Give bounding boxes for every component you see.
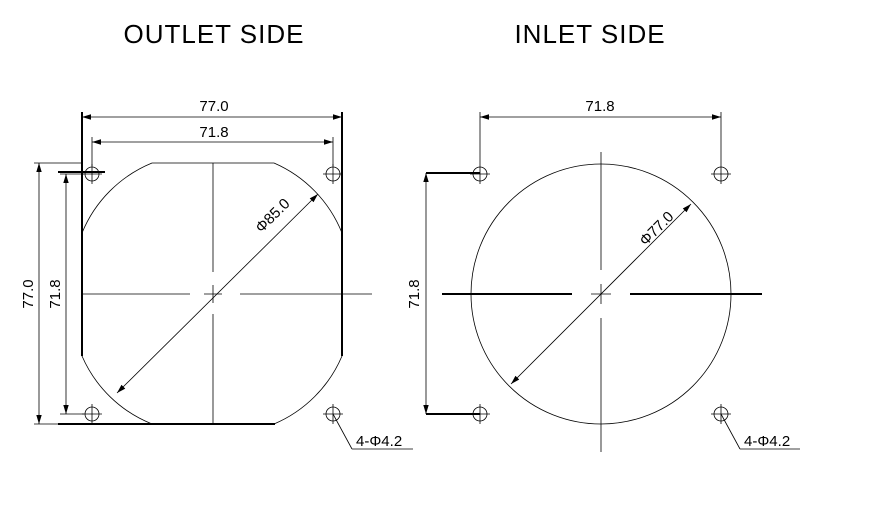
- inlet-hole-height-dimension: 71.8: [406, 279, 423, 308]
- outlet-diameter-dimension: Φ85.0: [252, 195, 293, 236]
- inlet-hole-callout: 4-Φ4.2: [744, 433, 790, 450]
- inlet-side-title: INLET SIDE: [514, 19, 665, 49]
- inlet-diameter-dimension-line: [510, 203, 692, 385]
- inlet-mount-hole-top-left: [470, 164, 490, 184]
- outlet-side-title: OUTLET SIDE: [123, 19, 304, 49]
- outlet-side-view: 77.0 71.8 77.0 71.8 Φ85.0 4-Φ4.2: [20, 98, 413, 450]
- outlet-mount-hole-bottom-left: [82, 404, 102, 424]
- outlet-mount-hole-top-right: [323, 164, 343, 184]
- inlet-side-view: 71.8 71.8 Φ77.0 4-Φ4.2: [406, 98, 800, 452]
- inlet-mount-hole-bottom-left: [470, 404, 490, 424]
- inlet-diameter-dimension: Φ77.0: [636, 208, 677, 249]
- outlet-housing-outline: [81, 162, 343, 425]
- outlet-hole-height-dimension: 71.8: [47, 279, 64, 308]
- inlet-mount-hole-top-right: [711, 164, 731, 184]
- outlet-hole-width-dimension: 71.8: [199, 124, 228, 141]
- inlet-hole-callout-leader: [720, 413, 741, 450]
- outlet-hole-callout: 4-Φ4.2: [356, 433, 402, 450]
- outlet-mount-hole-top-left: [82, 164, 102, 184]
- inlet-hole-width-dimension: 71.8: [585, 98, 614, 115]
- outlet-height-dimension: 77.0: [20, 279, 37, 308]
- outlet-hole-callout-leader: [332, 413, 353, 450]
- outlet-diameter-dimension-line: [116, 193, 319, 394]
- outlet-width-dimension: 77.0: [199, 98, 228, 115]
